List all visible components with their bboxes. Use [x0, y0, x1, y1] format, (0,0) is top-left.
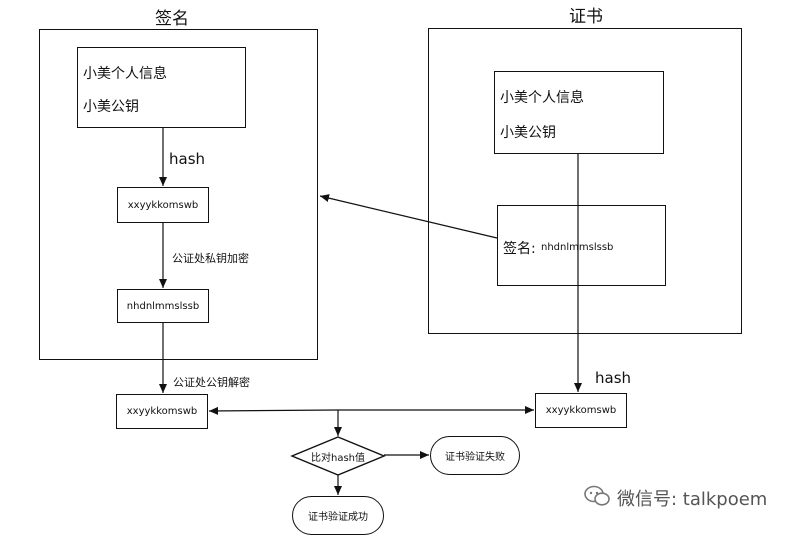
fail-label: 证书验证失败: [445, 452, 505, 463]
left-info-line-1: 小美个人信息: [83, 66, 167, 82]
left-digest-text: xxyykkomswb: [127, 199, 199, 211]
left-signature-text: nhdnlmmslssb: [126, 300, 200, 312]
decrypted-digest-box: xxyykkomswb: [116, 394, 208, 429]
certificate-signature-value: nhdnlmmslssb: [541, 242, 614, 253]
decrypted-digest-text: xxyykkomswb: [126, 406, 198, 417]
encrypt-label: 公证处私钥加密: [172, 252, 249, 265]
left-panel-title: 签名: [155, 9, 189, 29]
right-panel-title: 证书: [569, 7, 603, 27]
right-info-line-2: 小美公钥: [500, 125, 556, 141]
computed-digest-box: xxyykkomswb: [535, 393, 627, 428]
left-info-line-2: 小美公钥: [83, 99, 139, 115]
left-digest-box: xxyykkomswb: [117, 187, 209, 223]
left-signature-box: nhdnlmmslssb: [117, 289, 209, 323]
certificate-signature-box: 签名: nhdnlmmslssb: [497, 205, 666, 286]
certificate-signature-label: 签名:: [503, 241, 536, 257]
computed-digest-text: xxyykkomswb: [545, 405, 617, 416]
arrow-cert-signature-to-left: [319, 194, 498, 239]
arrow-to-decrypted-digest: [208, 406, 339, 415]
left-info-box: 小美个人信息 小美公钥: [77, 47, 246, 128]
compare-diamond: [290, 436, 386, 476]
fail-terminal: 证书验证失败: [430, 436, 520, 475]
left-hash-label: hash: [169, 150, 206, 168]
right-info-line-1: 小美个人信息: [500, 90, 584, 106]
decrypt-label: 公证处公钥解密: [173, 376, 250, 389]
wechat-icon: [583, 484, 611, 508]
watermark-text: 微信号: talkpoem: [617, 489, 768, 510]
right-info-box: 小美个人信息 小美公钥: [494, 71, 664, 154]
success-label: 证书验证成功: [308, 512, 368, 523]
right-hash-label: hash: [595, 369, 632, 387]
success-terminal: 证书验证成功: [292, 496, 384, 535]
compare-label: 比对hash值: [310, 453, 365, 464]
